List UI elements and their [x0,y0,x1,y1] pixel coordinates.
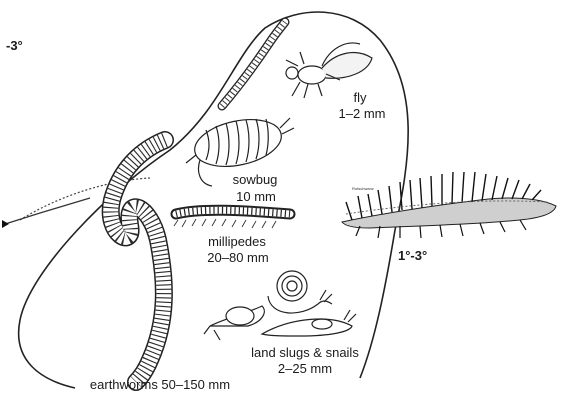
temperature-label-top-left: -3° [6,38,23,53]
temperature-label-right: 1°-3° [398,248,427,263]
slugs-snails-name-label: land slugs & snails [244,345,366,360]
slug-icon [262,310,356,336]
thin-worm-icon [222,22,285,106]
slugs-snails-size-label: 2–25 mm [272,361,338,376]
bristle-worm-icon [342,172,556,238]
snail-shell-icon [268,271,332,313]
sowbug-size-label: 10 mm [224,189,288,204]
earthworm-icon [111,140,165,382]
small-snail-icon [204,306,264,340]
millipede-icon [174,210,290,228]
sowbug-name-label: sowbug [220,172,290,187]
millipedes-size-label: 20–80 mm [196,250,280,265]
earthworms-label: earthworms 50–150 mm [74,377,246,392]
inset-caption: Rotschwanz [352,186,374,191]
ground-line [2,198,90,225]
fly-size-label: 1–2 mm [330,106,394,121]
arrow-marker [2,220,9,228]
millipedes-name-label: millipedes [196,234,278,249]
fly-name-label: fly [340,90,380,105]
